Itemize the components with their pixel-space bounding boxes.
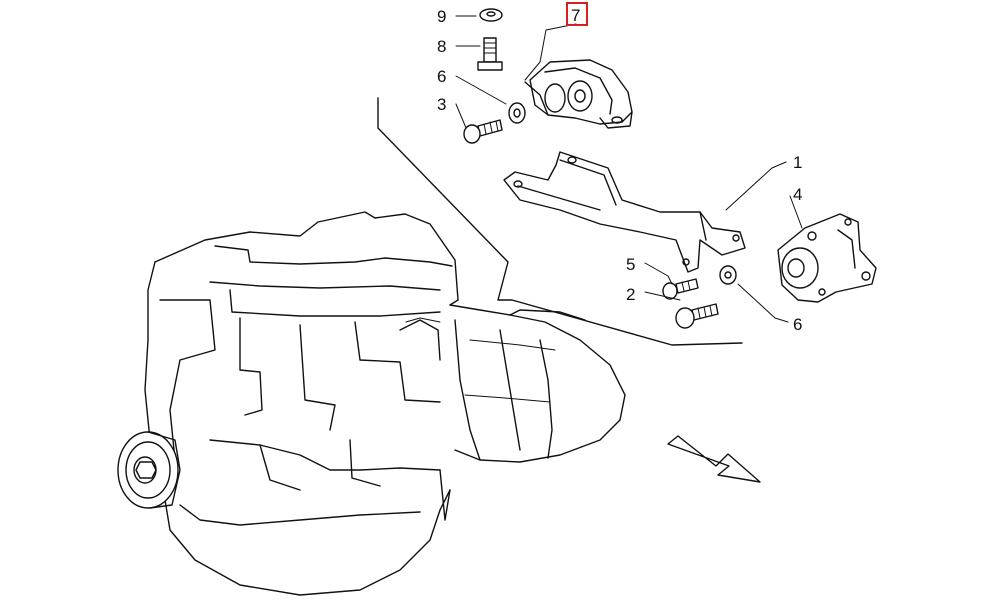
part-6-lower-washer-drawing [719,265,737,285]
callout-6-lower[interactable]: 6 [793,315,802,334]
callout-1[interactable]: 1 [793,153,802,172]
part-6-upper-washer-drawing [508,102,526,124]
direction-arrow-icon [667,435,761,483]
callout-2[interactable]: 2 [626,285,635,304]
callout-6-upper[interactable]: 6 [437,67,446,86]
part-8-bolt-drawing [477,37,503,71]
highlight-box [566,2,588,26]
callout-leaders [455,15,803,323]
callout-7[interactable]: 7 [571,6,580,25]
callout-4[interactable]: 4 [793,185,802,204]
callout-9[interactable]: 9 [437,7,446,26]
part-2-bolt-drawing [675,303,719,329]
part-4-mount-drawing [777,213,877,303]
callout-8[interactable]: 8 [437,37,446,56]
part-9-washer-drawing [479,8,503,22]
section-leader-frame [377,97,743,346]
part-3-bolt-drawing [463,119,503,144]
engine-gearbox-drawing [117,211,626,596]
part-1-bracket-drawing [503,151,746,273]
part-7-mount-drawing [524,59,633,129]
callout-3[interactable]: 3 [437,95,446,114]
callout-5[interactable]: 5 [626,255,635,274]
part-5-bolt-drawing [662,278,699,300]
